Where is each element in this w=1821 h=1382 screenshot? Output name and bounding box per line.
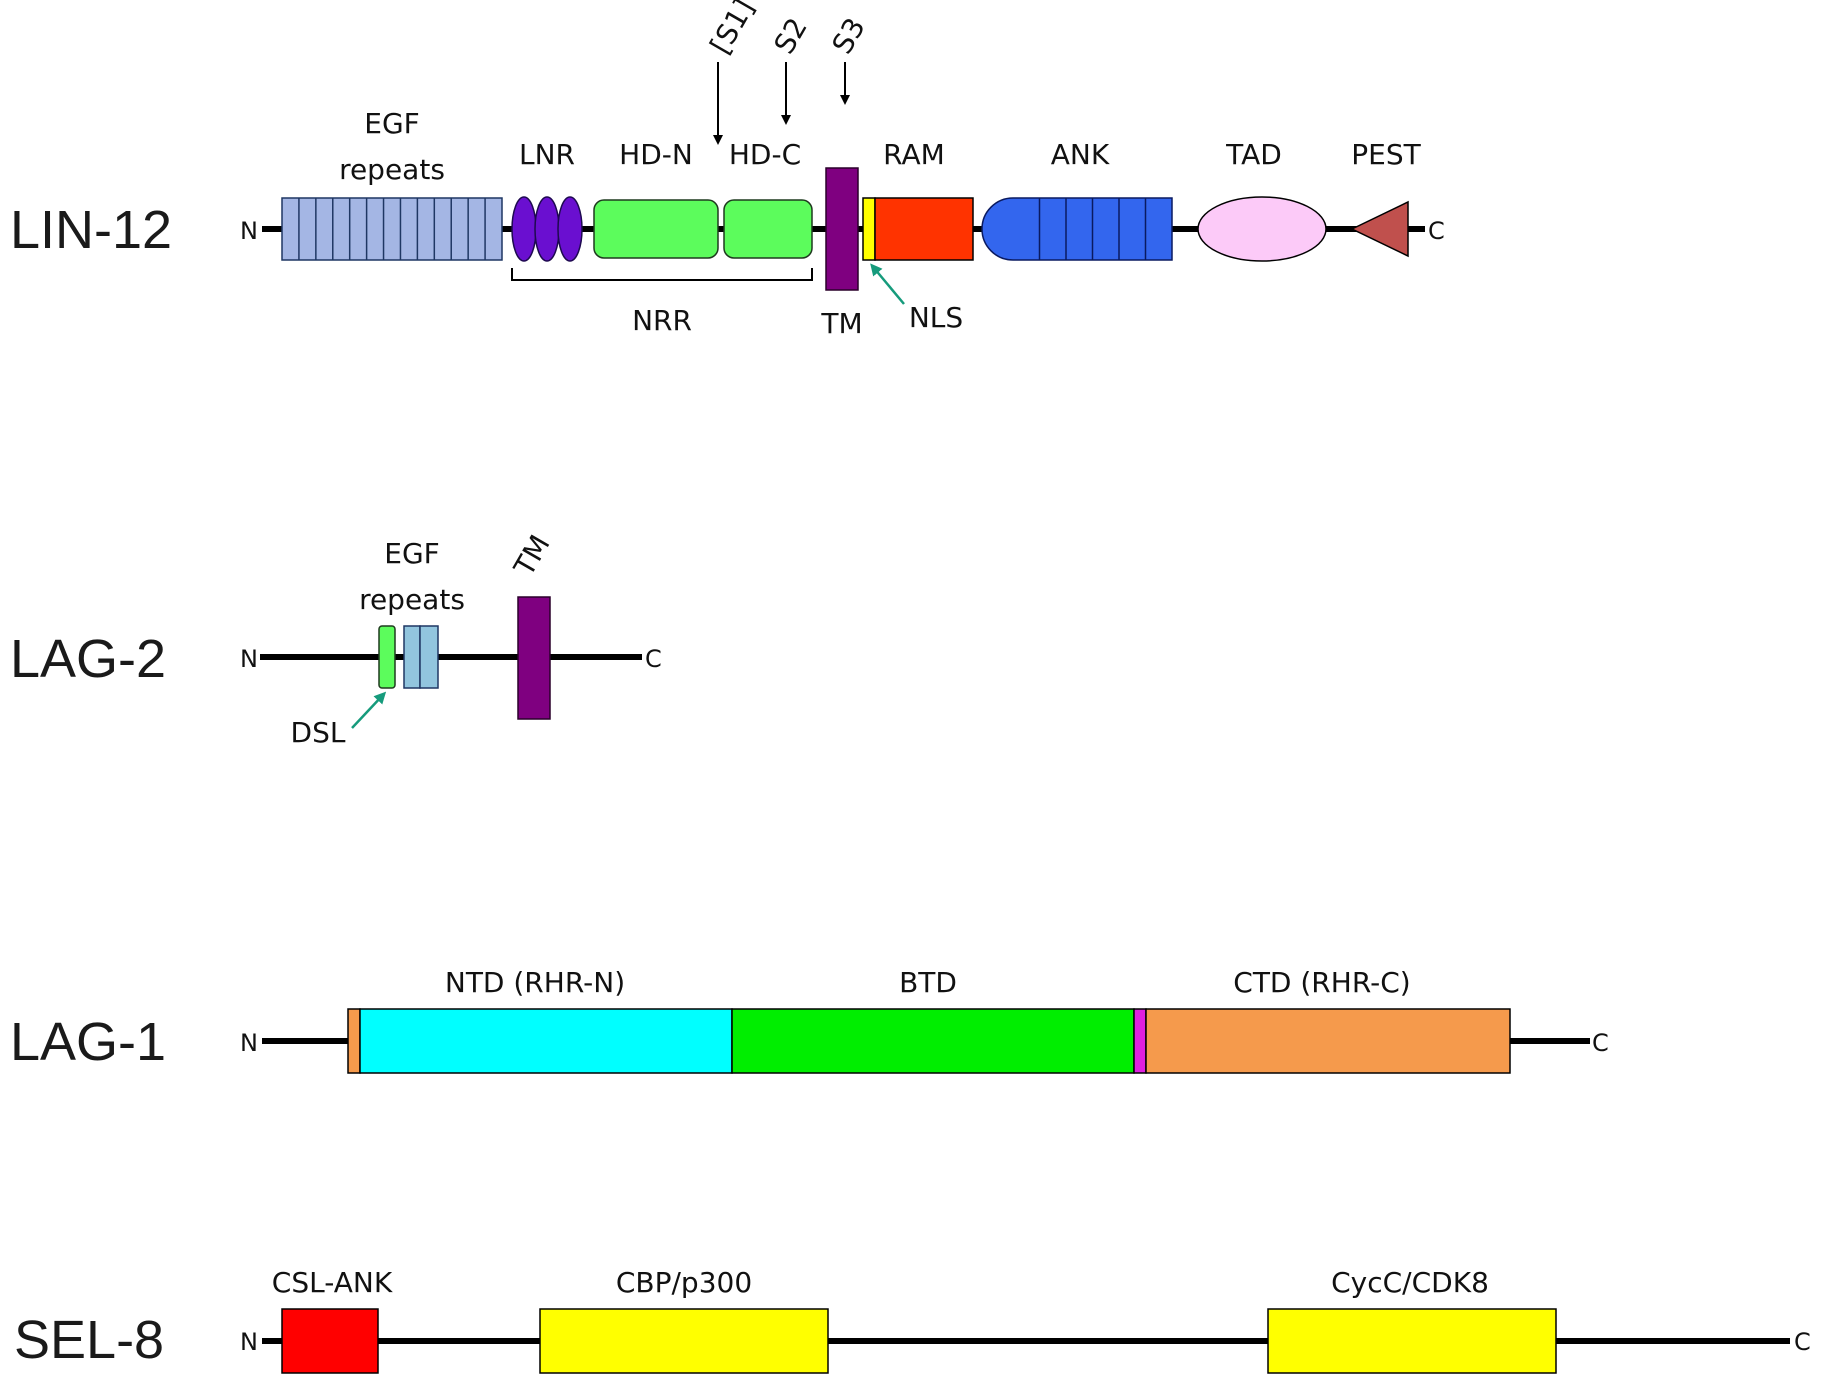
lin12-n-terminus: N <box>240 217 258 245</box>
lin12-egf-repeats <box>281 197 503 261</box>
lag2-row: LAG-2 N C EGF repeats TM DSL <box>10 529 662 749</box>
lin12-tad-domain <box>1197 196 1327 262</box>
lag2-n-terminus: N <box>240 645 258 673</box>
lag1-name: LAG-1 <box>10 1012 166 1072</box>
lin12-pest-domain <box>1350 200 1409 258</box>
lag2-name: LAG-2 <box>10 629 166 689</box>
lin12-hdn-domain <box>593 199 719 259</box>
lag1-c-terminus: C <box>1592 1029 1609 1057</box>
lin12-lnr-label: LNR <box>519 138 575 171</box>
lag2-dsl-arrow <box>351 691 387 729</box>
sel8-csl-ank-label: CSL-ANK <box>272 1266 393 1299</box>
lin12-pest-label: PEST <box>1351 138 1421 171</box>
lin12-s1-label: [S1] <box>703 0 760 59</box>
lin12-ank-domain <box>981 197 1173 261</box>
lin12-ram-label: RAM <box>883 138 945 171</box>
lin12-c-terminus: C <box>1428 217 1445 245</box>
lag2-tm-label: TM <box>507 529 557 582</box>
lag2-egf-repeat-2 <box>419 625 439 689</box>
lag1-row: LAG-1 N C NTD (RHR-N) BTD CTD (RHR-C) <box>10 966 1609 1074</box>
lin12-ank-label: ANK <box>1051 138 1110 171</box>
sel8-csl-ank-domain <box>281 1308 379 1374</box>
lin12-nrr-bracket <box>511 268 813 281</box>
lin12-lnr-domain <box>511 196 583 262</box>
sel8-cycc-cdk8-label: CycC/CDK8 <box>1331 1266 1489 1299</box>
lag1-btd-label: BTD <box>899 966 957 999</box>
lin12-tm-label: TM <box>820 307 862 340</box>
lin12-nls-arrow <box>870 263 905 305</box>
sel8-cbp-p300-domain <box>539 1308 829 1374</box>
sel8-cbp-p300-label: CBP/p300 <box>616 1266 752 1299</box>
sel8-n-terminus: N <box>240 1328 258 1356</box>
lin12-egf-label-line2: repeats <box>339 153 445 186</box>
lin12-ram-domain <box>874 197 974 261</box>
sel8-name: SEL-8 <box>14 1310 164 1370</box>
lag2-dsl-label: DSL <box>291 716 346 749</box>
lin12-hdc-domain <box>723 199 813 259</box>
lag2-dsl-domain <box>378 625 396 689</box>
lin12-nls-label: NLS <box>909 301 963 334</box>
lin12-hdc-label: HD-C <box>729 138 801 171</box>
lin12-nrr-label: NRR <box>632 304 692 337</box>
lin12-s3-label: S3 <box>825 12 871 59</box>
lin12-tm-domain <box>825 167 859 291</box>
lag1-ntd-label: NTD (RHR-N) <box>445 966 625 999</box>
sel8-c-terminus: C <box>1794 1328 1811 1356</box>
lag1-n-cap <box>347 1008 361 1074</box>
lag1-ctd-label: CTD (RHR-C) <box>1233 966 1410 999</box>
lag2-egf-label-line2: repeats <box>359 583 465 616</box>
lin12-row: LIN-12 N C EGF repeats LNR HD-N HD-C NRR… <box>10 0 1445 340</box>
lag1-ntd-domain <box>359 1008 733 1074</box>
lag2-c-terminus: C <box>645 645 662 673</box>
lin12-tad-label: TAD <box>1225 138 1282 171</box>
lag1-n-terminus: N <box>240 1029 258 1057</box>
lin12-s2-label: S2 <box>767 12 813 59</box>
lin12-hdn-label: HD-N <box>619 138 693 171</box>
lag1-linker <box>1133 1008 1147 1074</box>
lag2-egf-repeat-1 <box>403 625 421 689</box>
lin12-nls-domain <box>862 197 876 261</box>
lag1-ctd-domain <box>1145 1008 1511 1074</box>
lin12-egf-label-line1: EGF <box>364 107 420 140</box>
lag2-egf-label-line1: EGF <box>384 537 440 570</box>
lag1-btd-domain <box>731 1008 1135 1074</box>
sel8-cycc-cdk8-domain <box>1267 1308 1557 1374</box>
sel8-row: SEL-8 N C CSL-ANK CBP/p300 CycC/CDK8 <box>14 1266 1811 1374</box>
lag2-tm-domain <box>517 596 551 720</box>
lin12-name: LIN-12 <box>10 200 172 260</box>
